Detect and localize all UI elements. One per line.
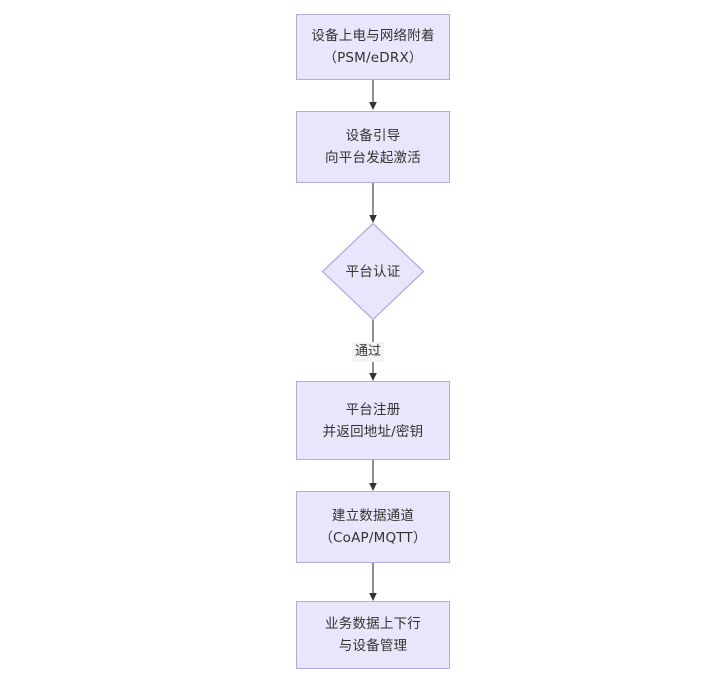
- node-bootstrap[interactable]: 设备引导 向平台发起激活: [296, 111, 450, 183]
- edge-power-on-to-bootstrap: [366, 79, 380, 111]
- node-data-channel-line-2: （CoAP/MQTT）: [319, 530, 427, 546]
- node-bootstrap-line-2: 向平台发起激活: [325, 150, 421, 166]
- node-platform-register[interactable]: 平台注册 并返回地址/密钥: [296, 381, 450, 460]
- node-business-data-line-2: 与设备管理: [338, 638, 408, 654]
- edge-label-pass: 通过: [352, 342, 385, 362]
- node-business-data-line-1: 业务数据上下行: [325, 616, 421, 632]
- node-data-channel[interactable]: 建立数据通道 （CoAP/MQTT）: [296, 491, 450, 563]
- node-business-data[interactable]: 业务数据上下行 与设备管理: [296, 601, 450, 669]
- node-platform-auth[interactable]: 平台认证: [321, 222, 425, 321]
- node-data-channel-line-1: 建立数据通道: [331, 508, 415, 524]
- diamond-shape: [321, 222, 425, 321]
- node-power-on-line-1: 设备上电与网络附着: [311, 28, 435, 44]
- edge-bootstrap-to-platform-auth: [366, 182, 380, 224]
- node-power-on[interactable]: 设备上电与网络附着 （PSM/eDRX）: [296, 14, 450, 80]
- node-power-on-line-2: （PSM/eDRX）: [323, 50, 423, 66]
- node-platform-register-line-2: 并返回地址/密钥: [322, 423, 424, 440]
- edge-platform-register-to-data-channel: [366, 459, 380, 492]
- node-bootstrap-line-1: 设备引导: [345, 128, 401, 144]
- node-platform-register-line-1: 平台注册: [345, 401, 401, 418]
- edge-data-channel-to-business-data: [366, 562, 380, 602]
